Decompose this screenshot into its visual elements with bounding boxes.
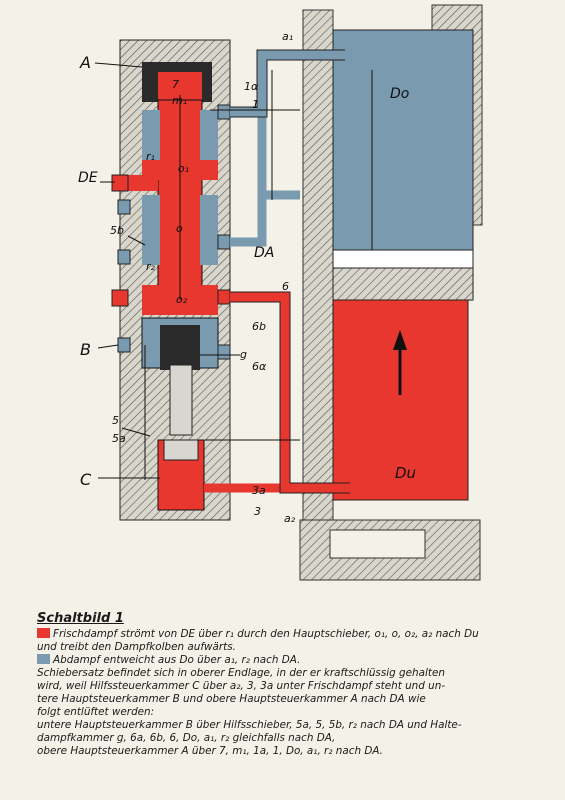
caption-body-4: folgt entlüftet werden: [37,706,155,718]
piston-direction-arrow [393,330,407,395]
legend-red-text: Frischdampf strömt von DE über r₁ durch … [53,628,479,640]
label-5a: 5a [112,432,126,445]
caption: Schaltbild 1 Frischdampf strömt von DE ü… [37,612,557,758]
label-g: g [240,348,247,361]
label-B: B [80,340,91,359]
caption-body-1: Schiebersatz befindet sich in oberer End… [37,667,445,679]
label-6a: 6α [252,360,267,373]
label-Do: Do [390,86,409,102]
auxiliary-slider [169,364,193,436]
port-stubs [117,104,231,360]
caption-body-6: dampfkammer g, 6a, 6b, 6, Do, a₁, r₂ gle… [37,732,336,744]
caption-body-2: wird, weil Hilfssteuerkammer C über a₂, … [37,680,446,692]
label-m1: m₁ [172,94,187,107]
legend-exhaust-steam: Abdampf entweicht aus Do über a₁, r₂ nac… [37,654,557,667]
exhaust-ducts [230,50,345,247]
legend-red-cont: und treibt den Dampfkolben aufwärts. [37,641,236,653]
label-r1: r₁ [146,150,155,163]
label-C: C [80,470,92,489]
label-5b: 5b [110,224,124,237]
label-Du: Du [395,464,416,482]
diagram-labels: A DE B C DA Do Du 7 m₁ 1α 1 r₁ o₁ o r₂ o… [78,30,416,525]
label-3a: 3a [252,484,266,497]
label-5: 5 [112,414,119,427]
upper-cylinder-chamber [332,29,474,251]
label-a1: a₁ [282,30,293,43]
label-1a: 1α [244,80,259,93]
caption-body-7: obere Hauptsteuerkammer A über 7, m₁, 1a… [37,745,383,757]
label-o1: o₁ [178,162,189,175]
caption-title: Schaltbild 1 [37,611,124,626]
red-swatch [37,628,50,638]
label-DA: DA [254,245,274,261]
steam-valve-schematic: A DE B C DA Do Du 7 m₁ 1α 1 r₁ o₁ o r₂ o… [78,4,483,581]
label-A: A [79,53,91,72]
label-a2: a₂ [284,512,296,525]
legend-blue-text: Abdampf entweicht aus Do über a₁, r₂ nac… [53,654,301,666]
blue-swatch [37,654,50,664]
label-7: 7 [172,78,179,91]
label-r2: r₂ [146,260,156,273]
label-3: 3 [254,505,261,518]
label-6: 6 [282,280,289,293]
legend-fresh-steam: Frischdampf strömt von DE über r₁ durch … [37,628,557,641]
label-6b: 6b [252,320,266,333]
caption-body-3: tere Hauptsteuerkammer B und obere Haupt… [37,693,426,705]
fresh-steam-duct [204,292,350,493]
caption-body-5: untere Hauptsteuerkammer B über Hilfssch… [37,719,462,731]
label-DE: DE [78,170,98,186]
label-o2: o₂ [176,293,188,306]
label-o: o [176,222,183,235]
label-1: 1 [252,98,259,111]
flow-lines [144,70,373,480]
